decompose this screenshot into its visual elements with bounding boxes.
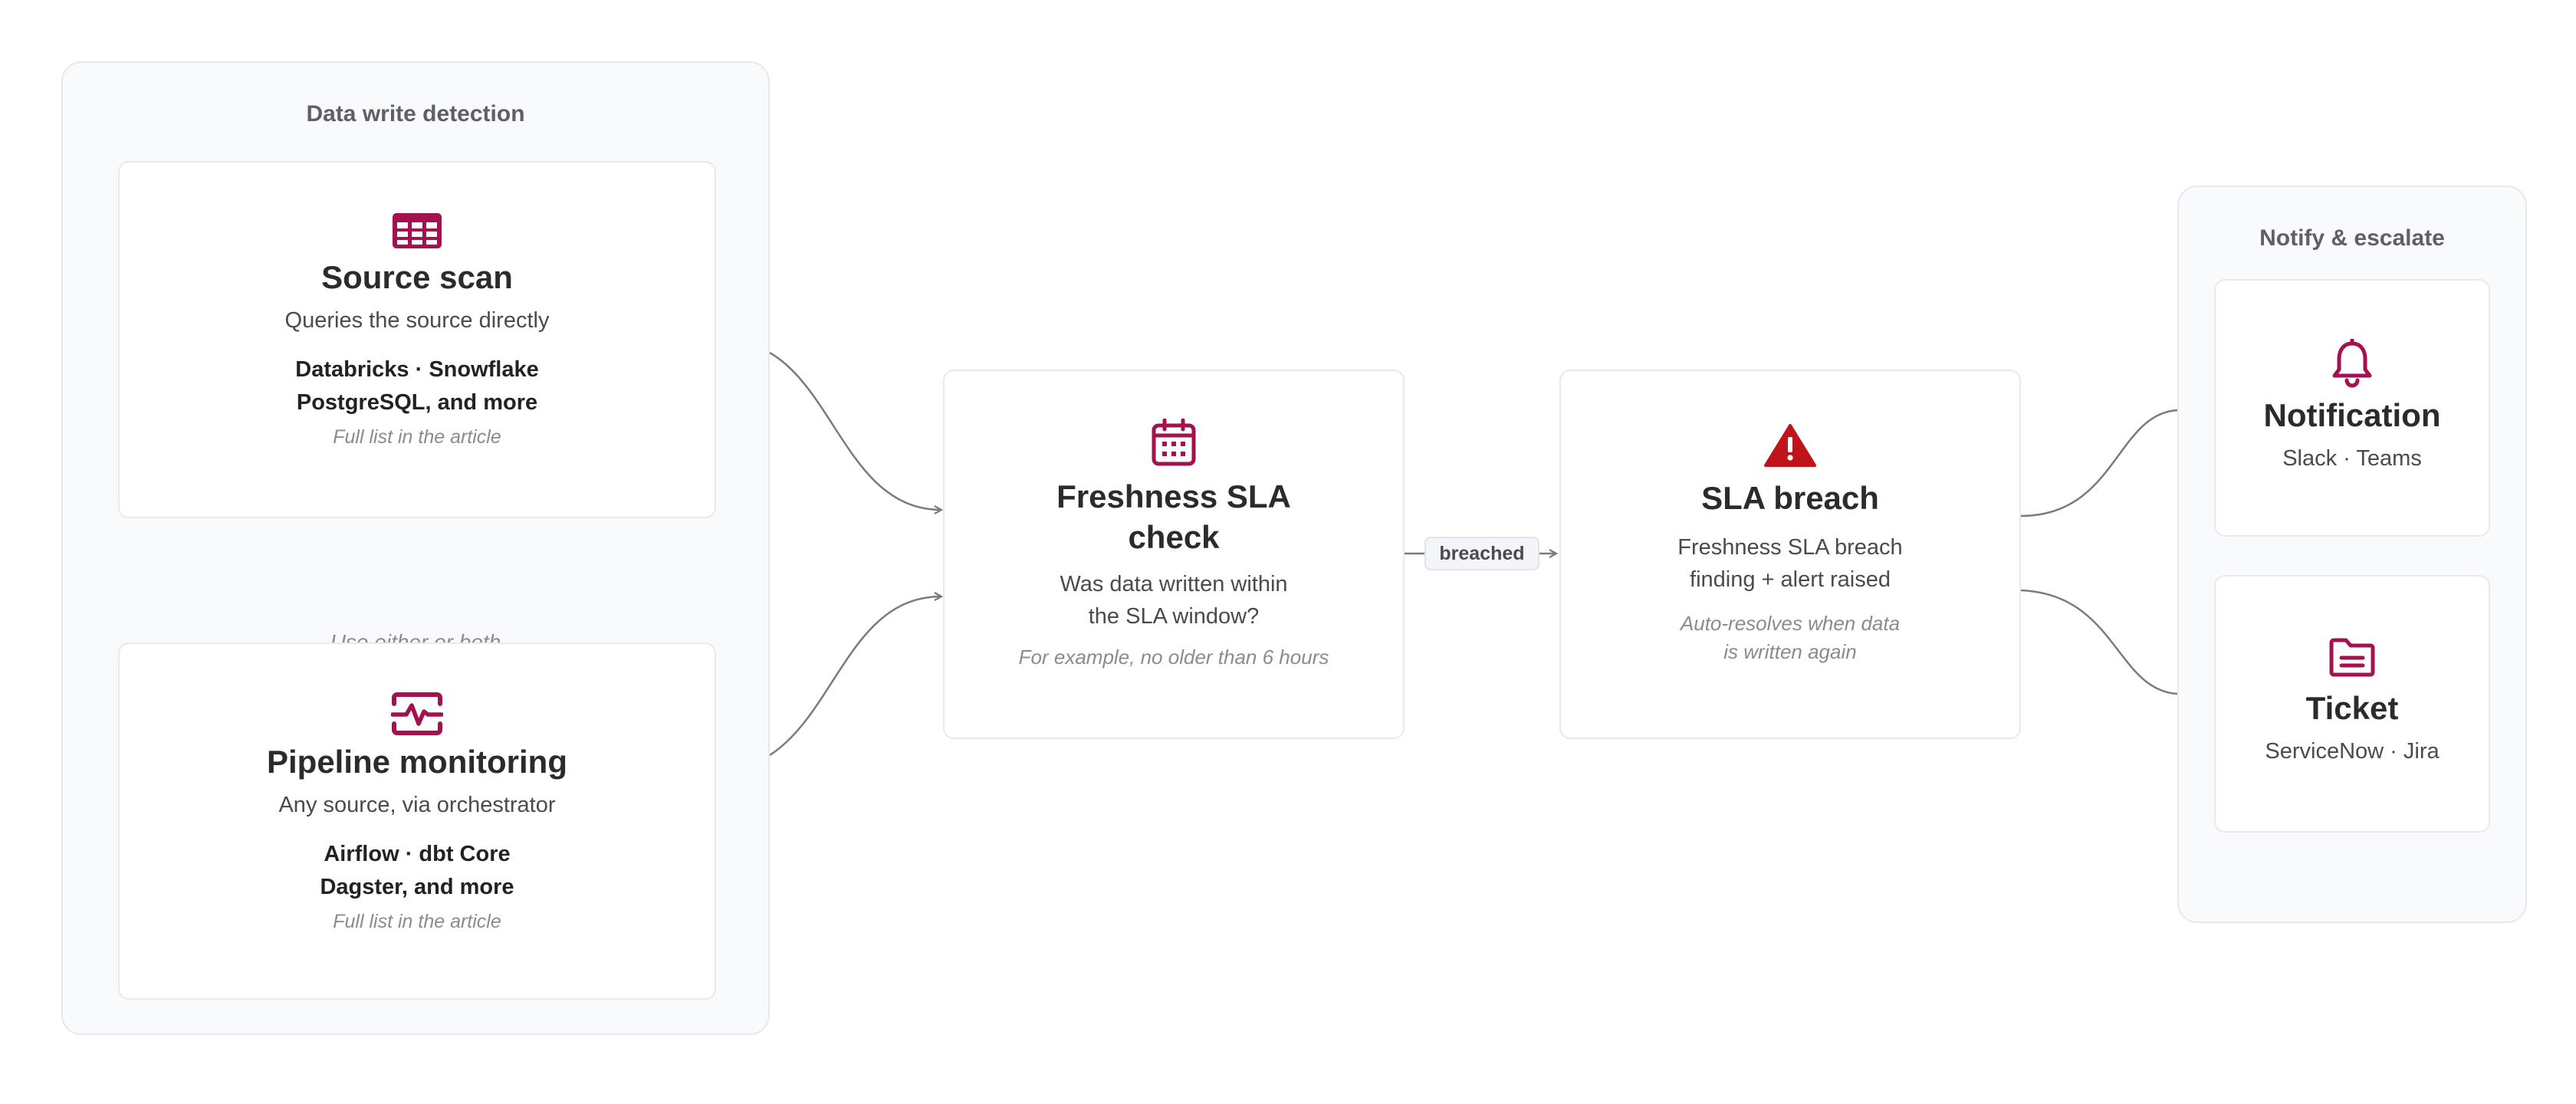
source-scan-list-1: Databricks · Snowflake [295, 356, 539, 382]
pipeline-monitoring-list-1: Airflow · dbt Core [324, 841, 511, 866]
sla-breach-subtitle-1: Freshness SLA breach [1677, 534, 1903, 560]
freshness-check-title-2: check [1128, 518, 1220, 555]
notification-subtitle: Slack · Teams [2282, 445, 2422, 471]
sla-breach-title: SLA breach [1701, 480, 1879, 516]
notify-group-title: Notify & escalate [2259, 225, 2445, 251]
pipeline-monitoring-card[interactable]: Pipeline monitoring Any source, via orch… [118, 642, 716, 1000]
sla-breach-note-1: Auto-resolves when data [1680, 611, 1901, 635]
pipeline-monitoring-note: Full list in the article [333, 910, 501, 932]
freshness-check-note: For example, no older than 6 hours [1018, 646, 1329, 669]
bell-icon [2332, 339, 2372, 388]
ticket-subtitle: ServiceNow · Jira [2265, 738, 2440, 764]
edge-pipeline-to-freshness [769, 596, 941, 757]
source-scan-note: Full list in the article [333, 426, 501, 448]
folder-icon [2329, 638, 2375, 677]
notification-card[interactable]: Notification Slack · Teams [2214, 279, 2490, 537]
freshness-check-subtitle-1: Was data written within [1060, 572, 1288, 596]
table-icon [393, 213, 442, 248]
pipeline-monitoring-title: Pipeline monitoring [266, 744, 567, 780]
notification-title: Notification [2263, 397, 2441, 433]
calendar-icon [1152, 419, 1196, 466]
sla-breach-note-2: is written again [1723, 640, 1857, 664]
freshness-check-card[interactable]: Freshness SLA check Was data written wit… [943, 370, 1405, 739]
sla-breach-card[interactable]: SLA breach Freshness SLA breach finding … [1559, 370, 2021, 739]
pipeline-monitoring-list-2: Dagster, and more [320, 875, 514, 900]
freshness-check-title-1: Freshness SLA [1056, 478, 1291, 514]
ticket-card[interactable]: Ticket ServiceNow · Jira [2214, 575, 2490, 833]
sla-breach-subtitle-2: finding + alert raised [1690, 567, 1891, 592]
detection-group-title: Data write detection [306, 101, 525, 127]
source-scan-card[interactable]: Source scan Queries the source directly … [118, 161, 716, 518]
source-scan-subtitle: Queries the source directly [284, 307, 550, 333]
source-scan-title: Source scan [321, 259, 513, 295]
breached-edge-label: breached [1424, 537, 1539, 570]
source-scan-list-2: PostgreSQL, and more [296, 390, 538, 416]
ticket-title: Ticket [2305, 690, 2399, 726]
edge-breach-to-ticket [2020, 589, 2178, 695]
edge-breach-to-notification [2020, 409, 2178, 518]
pipeline-monitoring-subtitle: Any source, via orchestrator [278, 792, 556, 817]
pulse-monitor-icon [391, 692, 443, 735]
warning-triangle-icon [1764, 424, 1816, 467]
edge-source-to-freshness [769, 351, 941, 510]
freshness-check-subtitle-2: the SLA window? [1088, 604, 1260, 629]
